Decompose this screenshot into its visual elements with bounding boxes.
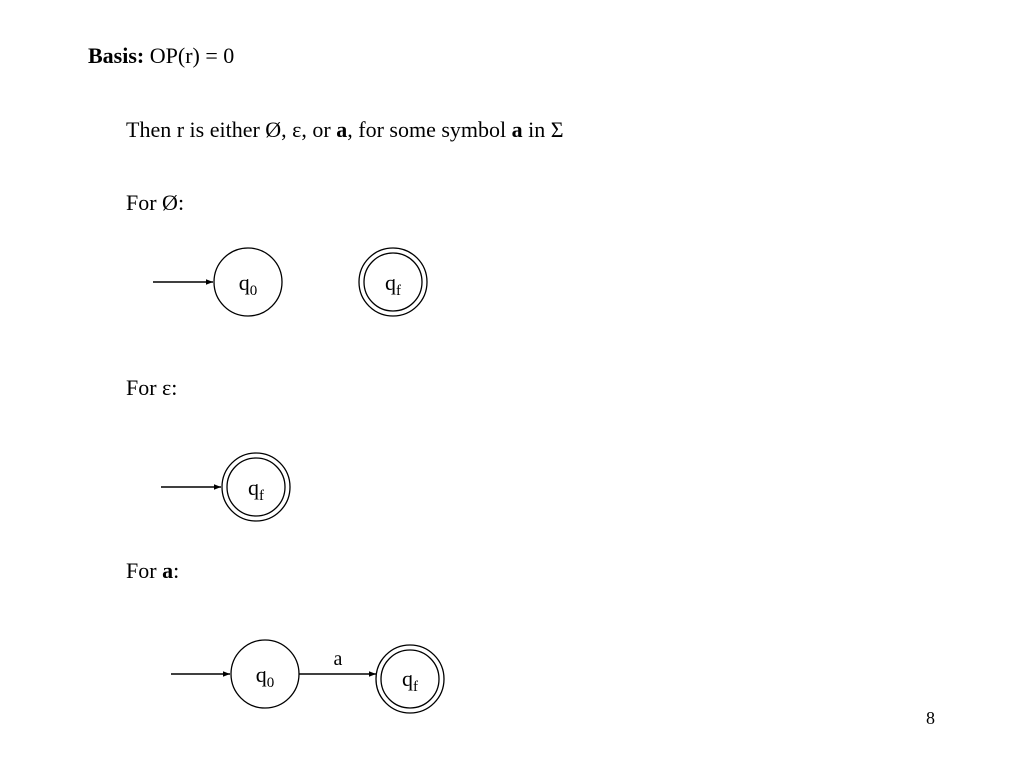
epsilon-automaton: qf bbox=[161, 452, 291, 522]
empty-start-state: q0 bbox=[213, 247, 283, 317]
empty-final-state: qf bbox=[358, 247, 428, 317]
symbol-heading: For a: bbox=[126, 558, 179, 584]
basis-line: Basis: OP(r) = 0 bbox=[88, 43, 234, 69]
symbol-final-state: qf bbox=[375, 644, 445, 714]
symbol-heading-suffix: : bbox=[173, 558, 180, 583]
symbol-automaton: q0 a qf bbox=[171, 639, 445, 714]
epsilon-final-state-label: qf bbox=[248, 475, 264, 504]
transition-label: a bbox=[334, 648, 343, 670]
epsilon-final-state: qf bbox=[221, 452, 291, 522]
symbol-start-state-label: q0 bbox=[256, 662, 275, 691]
symbol-start-state: q0 bbox=[230, 639, 300, 709]
intro-part2: , for some symbol bbox=[347, 117, 512, 142]
epsilon-heading: For ε: bbox=[126, 375, 178, 400]
intro-line: Then r is either Ø, ε, or a, for some sy… bbox=[126, 117, 564, 143]
page-number: 8 bbox=[926, 708, 935, 728]
basis-label: Basis: bbox=[88, 43, 145, 68]
empty-set-heading: For Ø: bbox=[126, 190, 185, 215]
intro-bold-a1: a bbox=[336, 117, 348, 142]
basis-text: OP(r) = 0 bbox=[149, 43, 235, 68]
empty-final-state-label: qf bbox=[385, 270, 401, 299]
empty-start-state-label: q0 bbox=[239, 270, 258, 299]
intro-part1: Then r is either Ø, ε, or bbox=[126, 117, 337, 142]
intro-part3: in Σ bbox=[522, 117, 564, 142]
empty-set-automaton: q0 qf bbox=[153, 247, 428, 317]
intro-bold-a2: a bbox=[511, 117, 523, 142]
symbol-heading-prefix: For bbox=[126, 558, 163, 583]
symbol-final-state-label: qf bbox=[402, 666, 418, 695]
symbol-heading-bold: a bbox=[162, 558, 174, 583]
